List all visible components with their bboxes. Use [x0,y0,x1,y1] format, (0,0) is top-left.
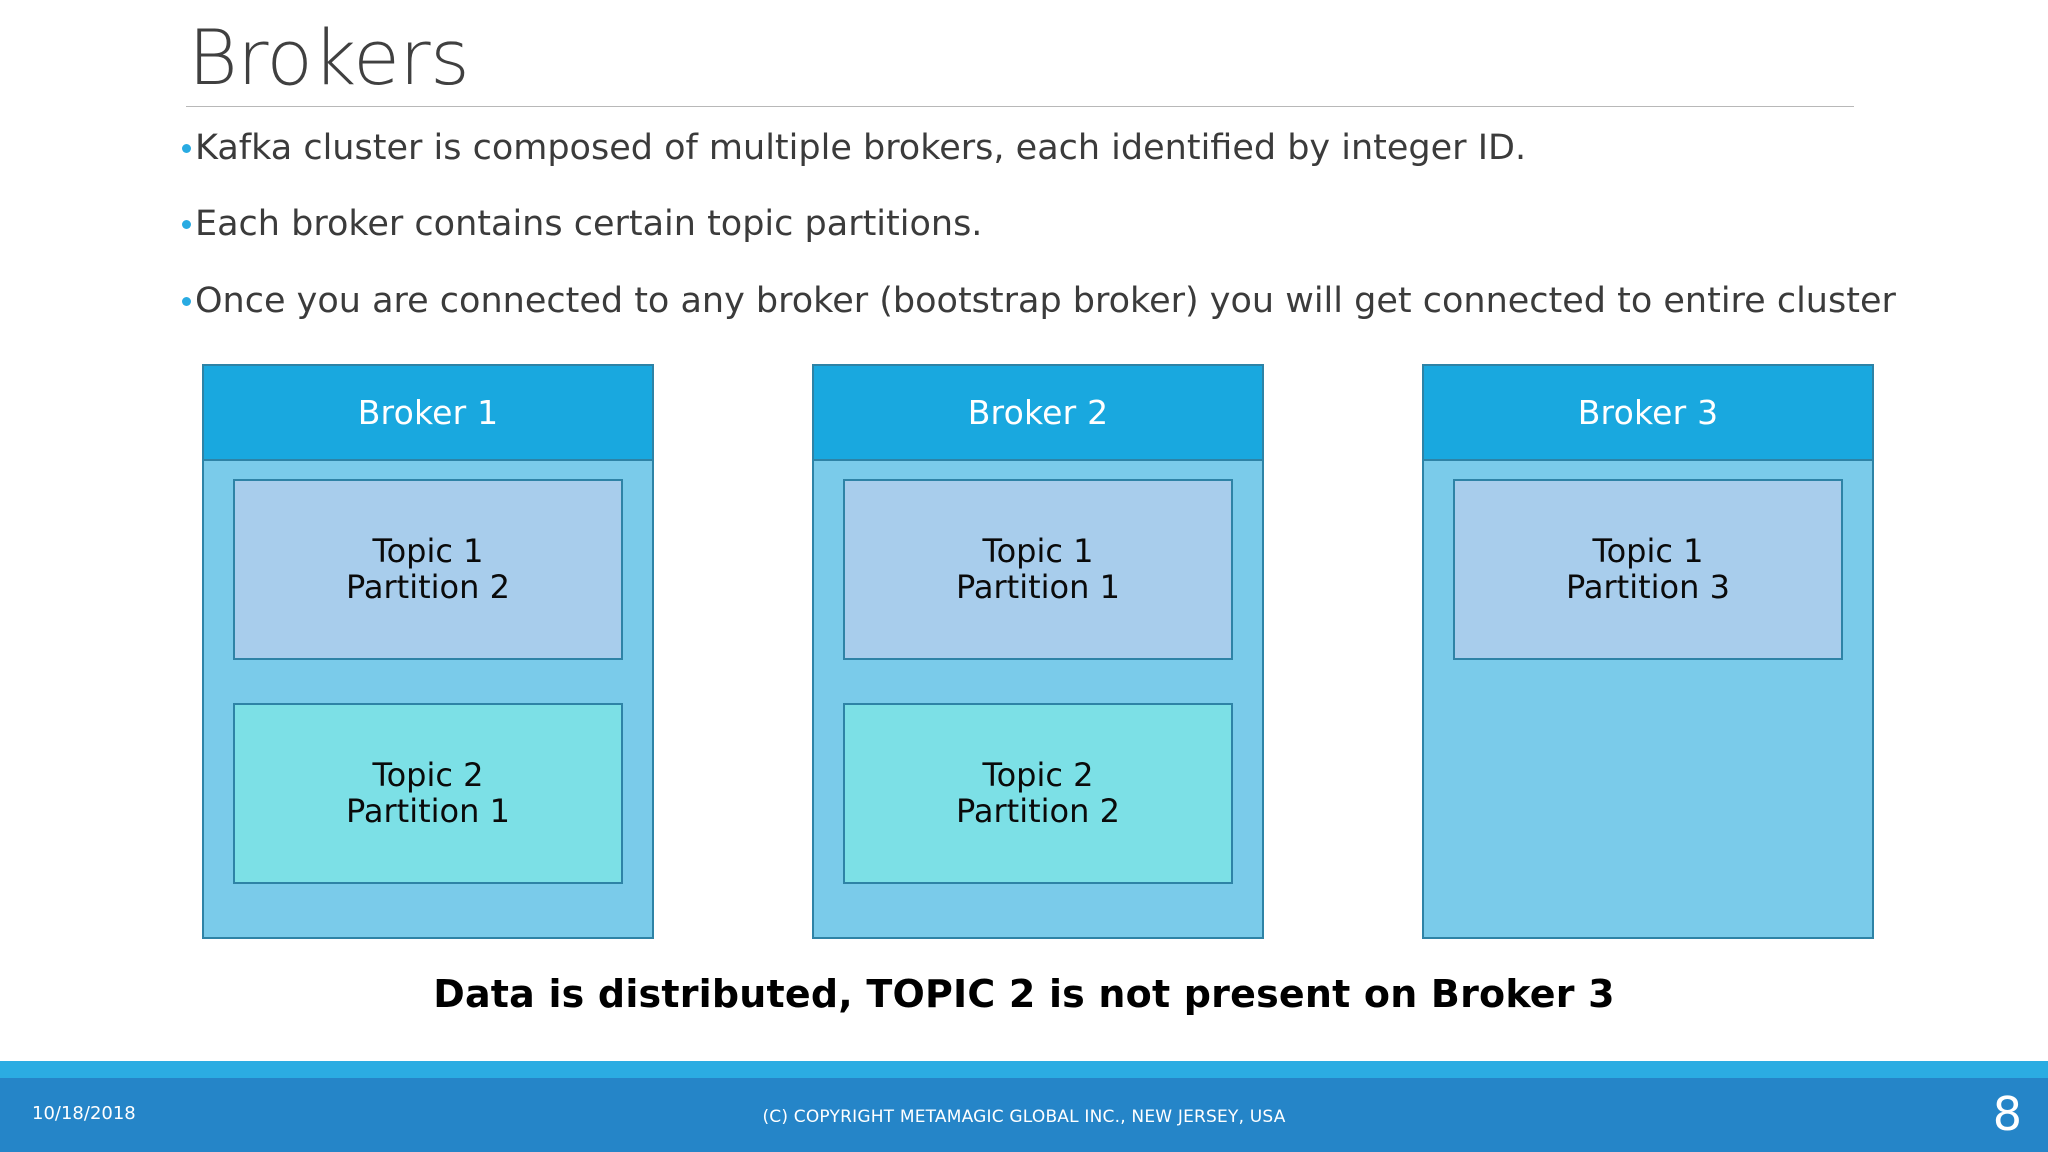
bullet-item: Kafka cluster is composed of multiple br… [182,128,1902,168]
topic-label: Topic 1 [982,531,1094,570]
topic-partition-box: Topic 1 Partition 1 [843,479,1233,660]
diagram-caption: Data is distributed, TOPIC 2 is not pres… [433,972,1615,1016]
broker-box-2: Broker 2 Topic 1 Partition 1 Topic 2 Par… [812,364,1264,939]
footer-bar [0,1078,2048,1152]
partition-label: Partition 3 [1566,567,1730,606]
bullet-item: Once you are connected to any broker (bo… [182,281,1902,321]
broker-header-2: Broker 2 [814,366,1262,461]
bullet-text: Kafka cluster is composed of multiple br… [195,128,1527,168]
broker-body-2: Topic 1 Partition 1 Topic 2 Partition 2 [814,461,1262,937]
title-block: Brokers [186,8,1854,107]
topic-label: Topic 1 [1592,531,1704,570]
bullet-dot-icon [182,144,191,153]
partition-label: Partition 2 [346,567,510,606]
partition-label: Partition 1 [956,567,1120,606]
broker-title-3: Broker 3 [1577,393,1719,432]
topic-partition-box: Topic 1 Partition 2 [233,479,623,660]
bullet-dot-icon [182,220,191,230]
footer-date: 10/18/2018 [32,1103,136,1124]
broker-box-1: Broker 1 Topic 1 Partition 2 Topic 2 Par… [202,364,654,939]
bullet-item: Each broker contains certain topic parti… [182,204,1902,244]
slide-footer: 10/18/2018 (C) COPYRIGHT METAMAGIC GLOBA… [0,1061,2048,1152]
broker-header-3: Broker 3 [1424,366,1872,461]
footer-copyright: (C) COPYRIGHT METAMAGIC GLOBAL INC., NEW… [762,1107,1286,1127]
bullet-text: Each broker contains certain topic parti… [195,204,983,245]
broker-box-3: Broker 3 Topic 1 Partition 3 [1422,364,1874,939]
bullet-text: Once you are connected to any broker (bo… [195,280,1896,321]
broker-diagram: Broker 1 Topic 1 Partition 2 Topic 2 Par… [202,364,1874,939]
broker-title-2: Broker 2 [967,393,1109,432]
bullet-list: Kafka cluster is composed of multiple br… [182,128,1902,357]
topic-label: Topic 1 [372,531,484,570]
slide-number: 8 [1992,1087,2022,1141]
broker-body-3: Topic 1 Partition 3 [1424,461,1872,937]
title-divider [186,106,1854,107]
topic-partition-box: Topic 2 Partition 1 [233,703,623,884]
footer-accent-strip [0,1061,2048,1078]
bullet-dot-icon [182,296,191,306]
broker-title-1: Broker 1 [357,393,499,432]
partition-label: Partition 1 [346,791,510,830]
partition-label: Partition 2 [956,791,1120,830]
topic-partition-box: Topic 2 Partition 2 [843,703,1233,884]
page-title: Brokers [188,13,470,102]
topic-partition-box: Topic 1 Partition 3 [1453,479,1843,660]
topic-label: Topic 2 [982,755,1094,794]
topic-label: Topic 2 [372,755,484,794]
broker-body-1: Topic 1 Partition 2 Topic 2 Partition 1 [204,461,652,937]
broker-header-1: Broker 1 [204,366,652,461]
